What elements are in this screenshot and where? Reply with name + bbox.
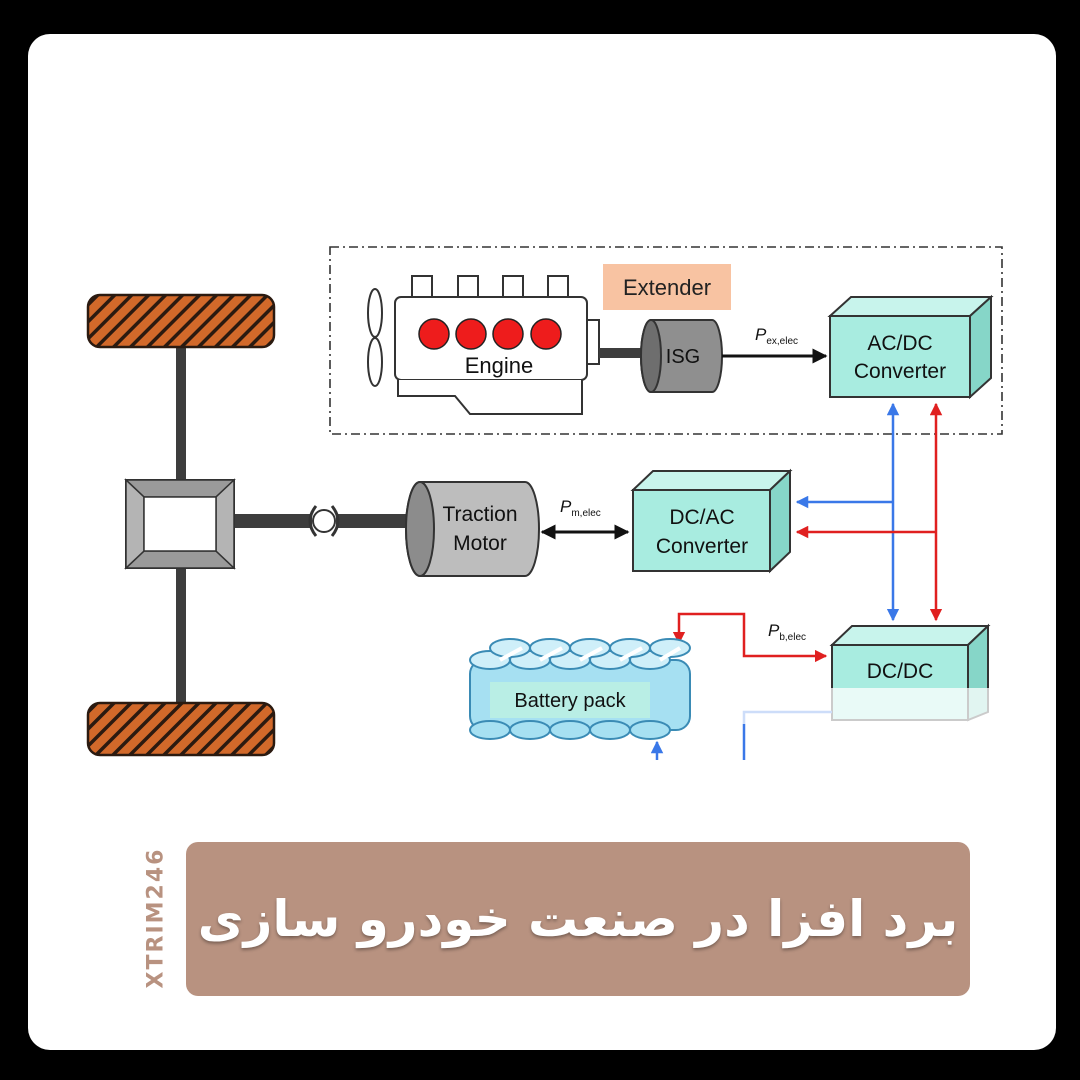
isg-label: ISG: [666, 346, 700, 368]
extender-tag: [603, 264, 731, 310]
acdc-line1: AC/DC: [867, 332, 932, 355]
extender-boundary: [329, 246, 1003, 435]
battery-pack: Battery pack: [469, 638, 691, 740]
watermark: XTRIM246: [143, 847, 169, 989]
universal-joint: [308, 505, 340, 537]
wheel-rear: [86, 701, 276, 757]
red-path-battery-dcdc: [672, 612, 828, 663]
chassis: [176, 345, 408, 703]
dcac-converter: DC/AC Converter: [630, 468, 793, 574]
engine: Engine: [367, 275, 600, 415]
title-banner: برد افزا در صنعت خودرو سازی: [186, 842, 970, 996]
differential: [124, 478, 236, 570]
wheel-front: [86, 293, 276, 349]
dcdc-label: DC/DC: [867, 660, 934, 683]
p-b-label: Pb,elec: [768, 621, 806, 643]
acdc-line2: Converter: [854, 360, 946, 383]
p-ex-label: Pex,elec: [755, 325, 798, 347]
range-extender-diagram: Extender Tract: [28, 246, 1056, 824]
traction-motor-line2: Motor: [453, 532, 507, 555]
acdc-converter: AC/DC Converter: [827, 294, 994, 400]
dcac-line2: Converter: [656, 535, 748, 558]
battery-label: Battery pack: [514, 690, 626, 712]
traction-motor-line1: Traction: [442, 503, 517, 526]
engine-label: Engine: [465, 353, 534, 378]
isg-generator: ISG: [640, 319, 723, 393]
dcac-line1: DC/AC: [669, 506, 734, 529]
p-m-label: Pm,elec: [560, 497, 601, 519]
banner-title: برد افزا در صنعت خودرو سازی: [197, 890, 959, 948]
post-card: Extender Tract: [28, 34, 1056, 1050]
traction-motor: Traction Motor: [405, 481, 540, 577]
extender-label: Extender: [623, 275, 711, 300]
